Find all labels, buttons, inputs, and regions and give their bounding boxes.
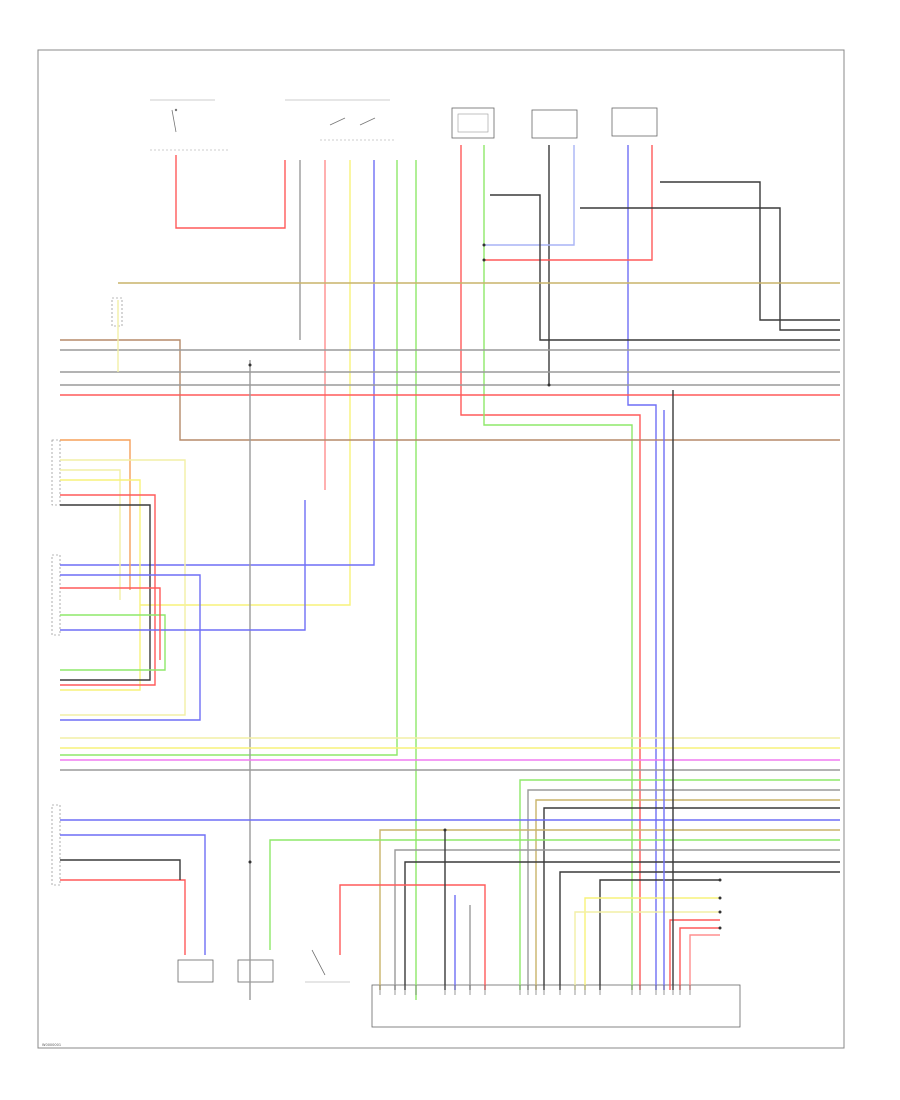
diagram-border — [37, 49, 845, 1049]
bottom-sensor-2 — [237, 959, 274, 983]
sensor-box-2 — [531, 109, 578, 139]
bottom-sensor-1 — [177, 959, 214, 983]
page-code: W0000001 — [42, 1043, 61, 1047]
engine-control-module — [371, 984, 741, 1028]
wires — [60, 145, 840, 1000]
ecm-pins — [379, 985, 691, 995]
left-connector-3 — [51, 554, 61, 636]
range-switch — [285, 99, 395, 141]
sensor-box-3 — [611, 107, 658, 137]
sensor-box-1 — [451, 107, 495, 139]
top-left-component — [150, 99, 230, 151]
left-connector-1 — [111, 297, 123, 327]
bottom-switch — [305, 949, 350, 983]
left-connector-2 — [51, 439, 61, 506]
left-connector-4 — [51, 804, 61, 886]
splice-points — [248, 243, 722, 930]
